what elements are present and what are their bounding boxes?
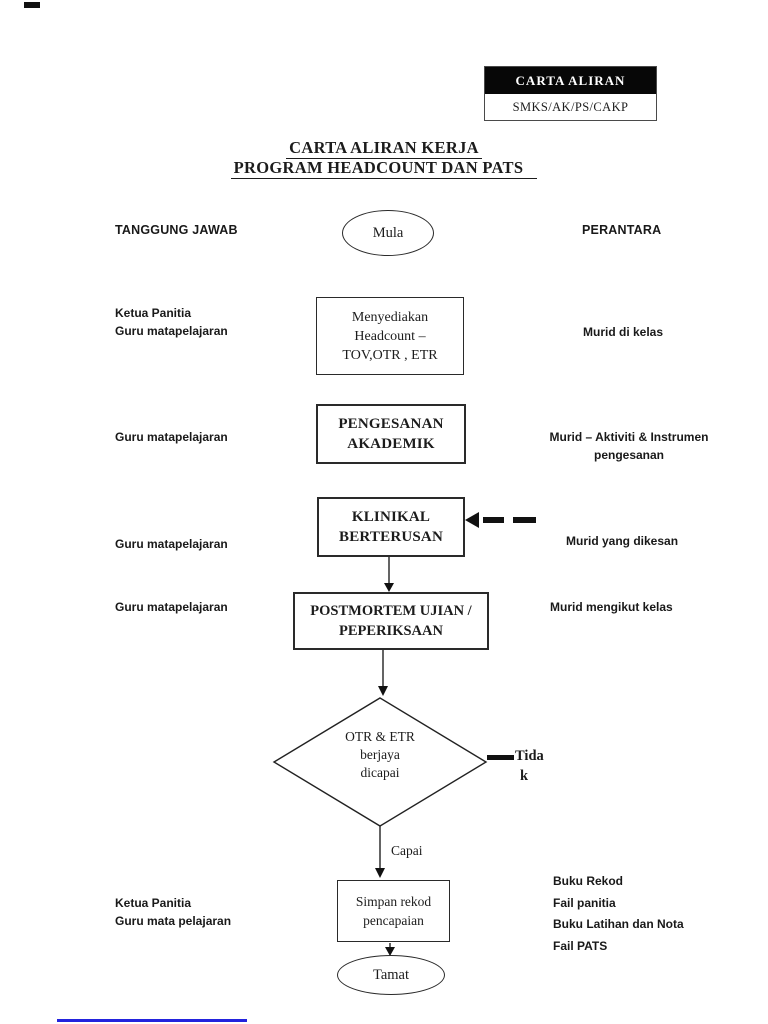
end-node-label: Tamat [372,966,410,983]
decision-node-label: OTR & ETR berjaya dicapai [300,728,460,782]
label-line: Buku Latihan dan Nota [553,917,684,931]
end-node: Tamat [337,955,445,995]
node-line: dicapai [360,765,400,780]
stamp-code: SMKS/AK/PS/CAKP [512,99,629,114]
scan-artifact-line [57,1019,247,1022]
page-title-line2: PROGRAM HEADCOUNT DAN PATS [230,159,538,179]
no-branch-line [487,755,514,760]
label-line: Fail panitia [553,895,616,910]
node-line: Simpan rekod [355,894,432,909]
node-pengesanan-akademik: PENGESANAN AKADEMIK [316,404,466,464]
arrow-down-icon [375,868,385,878]
label-line: Ketua Panitia [115,306,192,320]
node-line: BERTERUSAN [339,529,443,545]
responsibility-5: Ketua Panitia Guru mata pelajaran [115,894,231,930]
node-line: TOV,OTR , ETR [342,347,438,363]
node-line: AKADEMIK [347,436,435,452]
label-line: Ketua Panitia [115,896,192,910]
right-column-header: PERANTARA [582,223,662,237]
node-postmortem: POSTMORTEM UJIAN / PEPERIKSAAN [293,592,489,650]
label-line: Guru matapelajaran [115,324,228,338]
node-line: PEPERIKSAAN [339,623,443,639]
decision-no-label-2: k [520,768,529,784]
dashed-arrow-dash [483,517,504,523]
responsibility-3: Guru matapelajaran [115,537,228,551]
page-title: CARTA ALIRAN KERJA PROGRAM HEADCOUNT DAN… [0,139,768,179]
node-simpan-rekod: Simpan rekod pencapaian [337,880,450,942]
label-line: Murid – Aktiviti & Instrumen [549,430,709,444]
scan-artifact-mark [24,2,40,8]
responsibility-2: Guru matapelajaran [115,430,228,444]
mediator-4: Murid mengikut kelas [550,600,673,614]
decision-yes-label: Capai [391,843,423,858]
dashed-arrow-dash [513,517,536,523]
start-node-label: Mula [372,224,404,241]
responsibility-1: Ketua Panitia Guru matapelajaran [115,304,228,340]
arrow-down-icon [378,686,388,696]
node-line: KLINIKAL [351,509,431,525]
node-line: pencapaian [363,913,424,928]
arrow-down-icon [384,583,394,592]
node-klinikal-berterusan: KLINIKAL BERTERUSAN [317,497,465,557]
decision-no-label: Tida [515,748,544,764]
label-line: Buku Rekod [553,874,624,888]
stamp-title: CARTA ALIRAN [485,67,656,94]
node-prepare-headcount: Menyediakan Headcount – TOV,OTR , ETR [316,297,464,375]
label-line: Fail PATS [553,938,608,953]
mediator-2: Murid – Aktiviti & Instrumen pengesanan [543,428,715,464]
node-line: berjaya [360,747,400,762]
arrow-down-icon [385,947,395,956]
start-node: Mula [342,210,434,256]
responsibility-4: Guru matapelajaran [115,600,228,614]
mediator-3: Murid yang dikesan [566,534,679,548]
dashed-arrow-head-icon [465,512,479,528]
node-line: Menyediakan [351,309,429,325]
mediator-5: Buku Rekod Fail panitia Buku Latihan dan… [553,871,684,957]
node-line: OTR & ETR [345,729,415,744]
stamp-box: CARTA ALIRAN SMKS/AK/PS/CAKP [484,66,657,121]
node-line: POSTMORTEM UJIAN / [310,603,472,619]
label-line: pengesanan [593,448,665,462]
mediator-1: Murid di kelas [583,325,664,339]
label-line: Guru mata pelajaran [115,914,232,928]
node-line: PENGESANAN [338,416,444,432]
left-column-header: TANGGUNG JAWAB [115,223,238,237]
node-line: Headcount – [354,328,426,344]
